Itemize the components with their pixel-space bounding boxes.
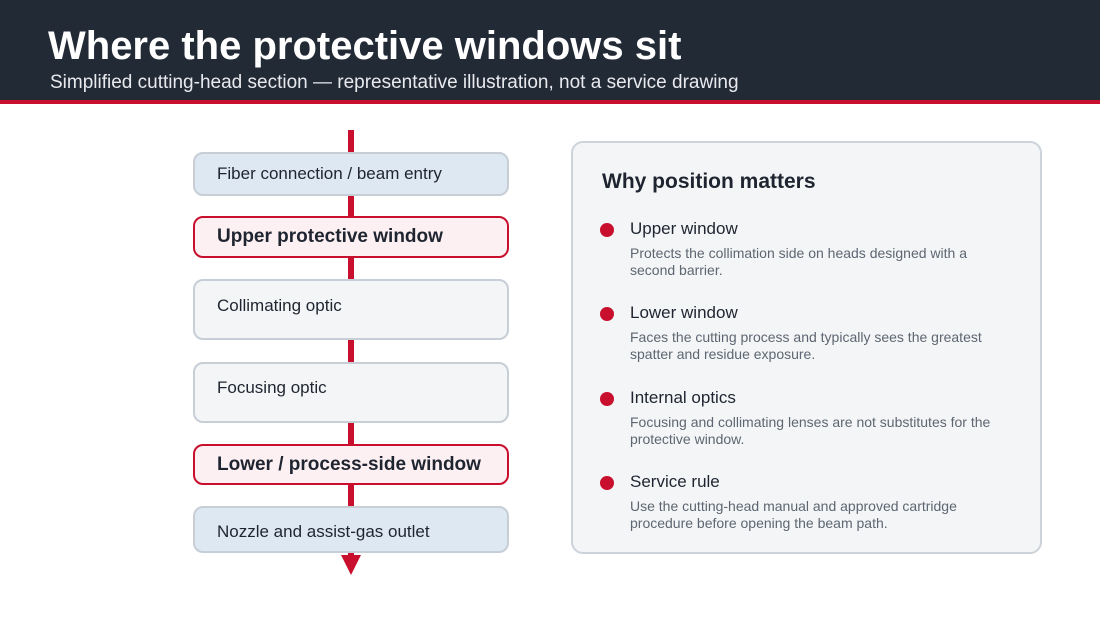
panel-item-desc: Faces the cutting process and typically … xyxy=(630,329,982,362)
panel-item-desc: Use the cutting-head manual and approved… xyxy=(630,498,957,531)
page-title: Where the protective windows sit xyxy=(48,24,682,68)
stack-box-lower-window: Lower / process-side window xyxy=(193,444,509,485)
bullet-dot-icon xyxy=(600,392,614,406)
panel-item-desc: Focusing and collimating lenses are not … xyxy=(630,414,991,447)
panel-item-title: Service rule xyxy=(630,472,720,491)
stack-box-label: Upper protective window xyxy=(217,226,443,247)
stack-box-label: Collimating optic xyxy=(217,295,342,315)
panel-title: Why position matters xyxy=(602,170,816,193)
stack-box-fiber-entry: Fiber connection / beam entry xyxy=(193,152,509,196)
header-accent-rule xyxy=(0,100,1100,104)
stack-box-label: Fiber connection / beam entry xyxy=(217,164,442,183)
bullet-dot-icon xyxy=(600,223,614,237)
beam-path-line xyxy=(348,130,354,558)
panel-item-title: Lower window xyxy=(630,303,738,322)
stack-box-focusing-optic: Focusing optic xyxy=(193,362,509,423)
stack-box-collimating-optic: Collimating optic xyxy=(193,279,509,340)
beam-direction-arrow-icon xyxy=(341,555,361,575)
stack-box-label: Lower / process-side window xyxy=(217,453,481,475)
stack-box-upper-window: Upper protective window xyxy=(193,216,509,258)
bullet-dot-icon xyxy=(600,476,614,490)
bullet-dot-icon xyxy=(600,307,614,321)
stack-box-label: Nozzle and assist-gas outlet xyxy=(217,522,430,541)
stack-box-label: Focusing optic xyxy=(217,377,327,397)
panel-item-title: Internal optics xyxy=(630,388,736,407)
stack-box-nozzle-outlet: Nozzle and assist-gas outlet xyxy=(193,506,509,553)
page-subtitle: Simplified cutting-head section — repres… xyxy=(50,72,739,93)
panel-item-desc: Protects the collimation side on heads d… xyxy=(630,245,967,278)
position-info-panel: Why position matters Upper window Protec… xyxy=(571,141,1042,554)
header-bar: Where the protective windows sit Simplif… xyxy=(0,0,1100,100)
panel-item-title: Upper window xyxy=(630,219,738,238)
